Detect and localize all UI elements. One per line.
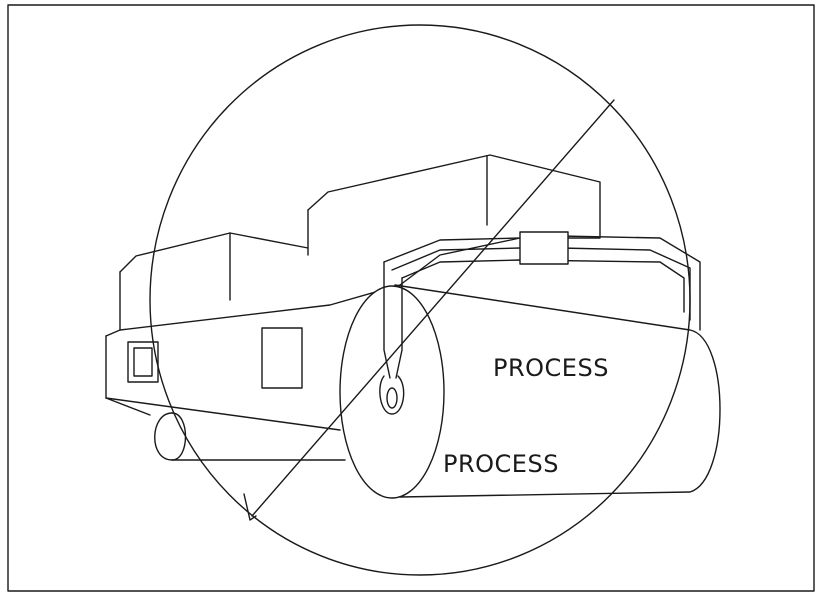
front-window-outer (127, 341, 159, 383)
front-window-inner (133, 347, 153, 377)
prohibition-slash (251, 99, 615, 517)
roller-drum-body (394, 284, 721, 498)
rear-wheel (154, 412, 346, 461)
yoke-arm (383, 261, 403, 379)
side-window (261, 327, 303, 389)
main-body (105, 237, 521, 337)
roller-drum-face (339, 285, 445, 499)
prohibition-symbol (149, 24, 691, 576)
rail-box (519, 231, 569, 265)
slash-end-tick (243, 493, 257, 521)
drum-label-back: PROCESS (443, 450, 559, 478)
axle-hub (379, 375, 405, 415)
drum-label-front: PROCESS (493, 354, 609, 382)
prohibition-circle (149, 24, 691, 576)
steamroller: PROCESS PROCESS (105, 154, 721, 499)
cab-upper-block (307, 154, 601, 239)
cab-middle-block (119, 232, 309, 273)
figure-frame (7, 4, 815, 592)
